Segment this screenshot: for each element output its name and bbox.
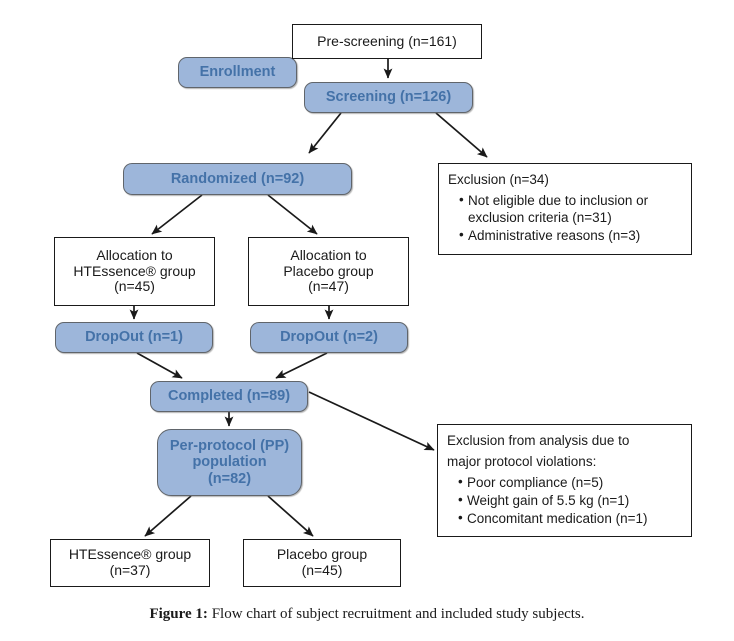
edge-randomized-alloc-placebo (267, 194, 318, 235)
node-pp-population-line3: (n=82) (207, 470, 252, 487)
edge-dropout1-completed (136, 352, 183, 379)
node-allocation-htessence-line3: (n=45) (114, 278, 155, 295)
list-item: Administrative reasons (n=3) (459, 226, 682, 244)
figure-caption: Figure 1: Flow chart of subject recruitm… (0, 606, 734, 623)
node-exclusion-screening-title: Exclusion (n=34) (448, 172, 549, 187)
node-enrollment-label: Enrollment (199, 64, 276, 81)
node-allocation-htessence-line1: Allocation to (96, 246, 173, 263)
node-pre-screening[interactable]: Pre-screening (n=161) (292, 24, 482, 59)
node-dropout-htessence[interactable]: DropOut (n=1) (55, 322, 213, 353)
node-allocation-placebo-line1: Allocation to (290, 246, 367, 263)
node-final-placebo-line2: (n=45) (301, 562, 343, 578)
node-pp-population-line2: population (192, 454, 267, 471)
edge-completed-exclusion2 (308, 391, 435, 451)
edge-screening-randomized (308, 112, 342, 154)
node-final-placebo-line1: Placebo group (276, 546, 368, 563)
node-allocation-htessence[interactable]: Allocation to HTEssence® group (n=45) (54, 237, 215, 306)
node-exclusion-analysis[interactable]: Exclusion from analysis due to major pro… (437, 424, 692, 537)
node-exclusion-analysis-title-line2: major protocol violations: (447, 454, 597, 469)
edge-randomized-alloc-active (151, 194, 203, 235)
node-allocation-placebo[interactable]: Allocation to Placebo group (n=47) (248, 237, 409, 306)
node-allocation-htessence-line2: HTEssence® group (73, 262, 196, 279)
edge-pp-final-placebo (267, 495, 314, 537)
node-dropout-placebo-label: DropOut (n=2) (280, 329, 378, 346)
figure-caption-label: Figure 1: (149, 606, 208, 622)
node-screening[interactable]: Screening (n=126) (304, 82, 473, 113)
node-enrollment[interactable]: Enrollment (178, 57, 297, 88)
node-final-placebo[interactable]: Placebo group (n=45) (243, 539, 401, 587)
node-final-htessence[interactable]: HTEssence® group (n=37) (50, 539, 210, 587)
edge-dropout2-completed (275, 352, 328, 379)
list-item: Concomitant medication (n=1) (458, 509, 682, 527)
edge-screening-exclusion1 (435, 112, 488, 158)
node-screening-label: Screening (n=126) (325, 89, 452, 106)
node-completed[interactable]: Completed (n=89) (150, 381, 308, 412)
node-completed-label: Completed (n=89) (167, 388, 291, 405)
node-pre-screening-label: Pre-screening (n=161) (317, 32, 457, 49)
list-item: Not eligible due to inclusion or exclusi… (459, 191, 682, 226)
node-pp-population[interactable]: Per-protocol (PP) population (n=82) (157, 429, 302, 496)
list-item: Weight gain of 5.5 kg (n=1) (458, 491, 682, 509)
figure-caption-text: Flow chart of subject recruitment and in… (207, 606, 585, 622)
node-allocation-placebo-line2: Placebo group (283, 262, 374, 279)
node-dropout-placebo[interactable]: DropOut (n=2) (250, 322, 408, 353)
node-randomized-label: Randomized (n=92) (170, 170, 305, 187)
node-final-htessence-line1: HTEssence® group (68, 546, 192, 563)
node-allocation-placebo-line3: (n=47) (308, 278, 349, 295)
node-dropout-htessence-label: DropOut (n=1) (85, 329, 183, 346)
node-final-htessence-line2: (n=37) (109, 562, 151, 578)
node-randomized[interactable]: Randomized (n=92) (123, 163, 352, 195)
node-pp-population-line1: Per-protocol (PP) (169, 438, 290, 455)
edge-pp-final-active (144, 495, 192, 537)
node-exclusion-analysis-title-line1: Exclusion from analysis due to (447, 433, 630, 448)
node-exclusion-screening-list: Not eligible due to inclusion or exclusi… (448, 191, 682, 244)
list-item: Poor compliance (n=5) (458, 473, 682, 491)
node-exclusion-analysis-list: Poor compliance (n=5) Weight gain of 5.5… (447, 473, 682, 527)
node-exclusion-screening[interactable]: Exclusion (n=34) Not eligible due to inc… (438, 163, 692, 255)
